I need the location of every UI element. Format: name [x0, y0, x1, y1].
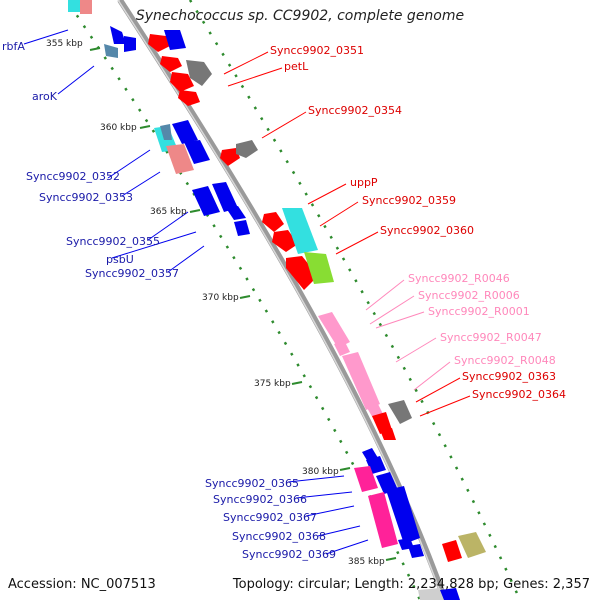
gene-feature [184, 140, 210, 164]
gene-label[interactable]: Syncc9902_0352 [26, 170, 120, 183]
gene-feature [212, 182, 238, 212]
left-labels: rbfA aroK Syncc9902_0352 Syncc9902_0353 … [2, 40, 336, 561]
gene-label[interactable]: rbfA [2, 40, 25, 53]
gene-feature [408, 544, 424, 558]
gene-feature [388, 400, 412, 424]
rna-feature [334, 340, 350, 356]
gene-feature [386, 486, 420, 544]
tick-label: 385 kbp [348, 557, 385, 567]
gene-feature [442, 540, 462, 562]
tick-labels: 355 kbp 360 kbp 365 kbp 370 kbp 375 kbp … [46, 39, 385, 567]
tick-label: 360 kbp [100, 123, 137, 133]
gene-label[interactable]: Syncc9902_0353 [39, 191, 133, 204]
tick-label: 375 kbp [254, 379, 291, 389]
gene-label[interactable]: Syncc9902_0365 [205, 477, 299, 490]
gene-feature [186, 60, 212, 86]
gene-feature [178, 90, 200, 106]
gene-label[interactable]: psbU [106, 253, 134, 266]
gene-feature [458, 532, 486, 558]
gene-feature [160, 56, 182, 72]
gene-feature [226, 206, 246, 220]
rna-label[interactable]: Syncc9902_R0006 [418, 289, 520, 302]
gene-label[interactable]: Syncc9902_0369 [242, 548, 336, 561]
gene-feature [368, 492, 398, 548]
gene-feature [282, 208, 318, 254]
gene-feature [262, 212, 284, 232]
tick-label: 370 kbp [202, 293, 239, 303]
gene-feature [286, 256, 318, 290]
gene-label[interactable]: Syncc9902_0359 [362, 194, 456, 207]
gene-label[interactable]: uppP [350, 176, 378, 189]
gene-feature [234, 220, 250, 236]
gene-label[interactable]: aroK [32, 90, 58, 103]
gene-feature [418, 588, 446, 600]
left-label-lines [23, 29, 369, 555]
gene-feature [110, 26, 126, 44]
gene-feature [160, 124, 172, 140]
gene-label[interactable]: Syncc9902_0354 [308, 104, 402, 117]
gene-label[interactable]: Syncc9902_0368 [232, 530, 326, 543]
gene-label[interactable]: Syncc9902_0364 [472, 388, 566, 401]
gene-feature [354, 466, 378, 492]
tick-label: 380 kbp [302, 467, 339, 477]
genome-summary-text: Topology: circular; Length: 2,234,828 bp… [232, 577, 590, 592]
gene-label[interactable]: Syncc9902_0363 [462, 370, 556, 383]
rna-label[interactable]: Syncc9902_R0047 [440, 331, 542, 344]
rna-label[interactable]: Syncc9902_R0001 [428, 305, 530, 318]
gene-feature [372, 412, 392, 434]
gene-feature [172, 120, 198, 144]
gene-feature [272, 230, 298, 252]
gene-label[interactable]: petL [284, 60, 309, 73]
reverse-features [104, 26, 424, 558]
rna-feature [342, 352, 380, 410]
accession-text: Accession: NC_007513 [8, 577, 156, 592]
gene-feature [236, 140, 258, 158]
rna-label[interactable]: Syncc9902_R0048 [454, 354, 556, 367]
right-labels: Syncc9902_0351 petL Syncc9902_0354 uppP … [270, 44, 566, 401]
gene-feature [380, 428, 396, 440]
right-label-lines [223, 51, 471, 417]
tick-label: 365 kbp [150, 207, 187, 217]
gene-feature [166, 144, 194, 174]
gene-feature [104, 44, 118, 58]
gene-label[interactable]: Syncc9902_0357 [85, 267, 179, 280]
gene-label[interactable]: Syncc9902_0366 [213, 493, 307, 506]
gene-feature [192, 186, 220, 216]
map-title: Synechococcus sp. CC9902, complete genom… [135, 8, 465, 24]
gene-feature [376, 472, 398, 494]
rna-feature [318, 312, 350, 348]
gene-label[interactable]: Syncc9902_0351 [270, 44, 364, 57]
tick-label: 355 kbp [46, 39, 83, 49]
gene-feature [170, 72, 194, 92]
gene-label[interactable]: Syncc9902_0367 [223, 511, 317, 524]
gene-feature [440, 588, 460, 600]
gene-feature [220, 148, 240, 166]
rna-label[interactable]: Syncc9902_R0046 [408, 272, 510, 285]
forward-features [68, 0, 486, 600]
tick-marks [89, 47, 397, 561]
gene-feature [304, 252, 334, 284]
gene-feature [124, 36, 136, 52]
gene-feature [164, 30, 186, 50]
gene-feature [148, 34, 170, 52]
gene-label[interactable]: Syncc9902_0355 [66, 235, 160, 248]
gene-label[interactable]: Syncc9902_0360 [380, 224, 474, 237]
